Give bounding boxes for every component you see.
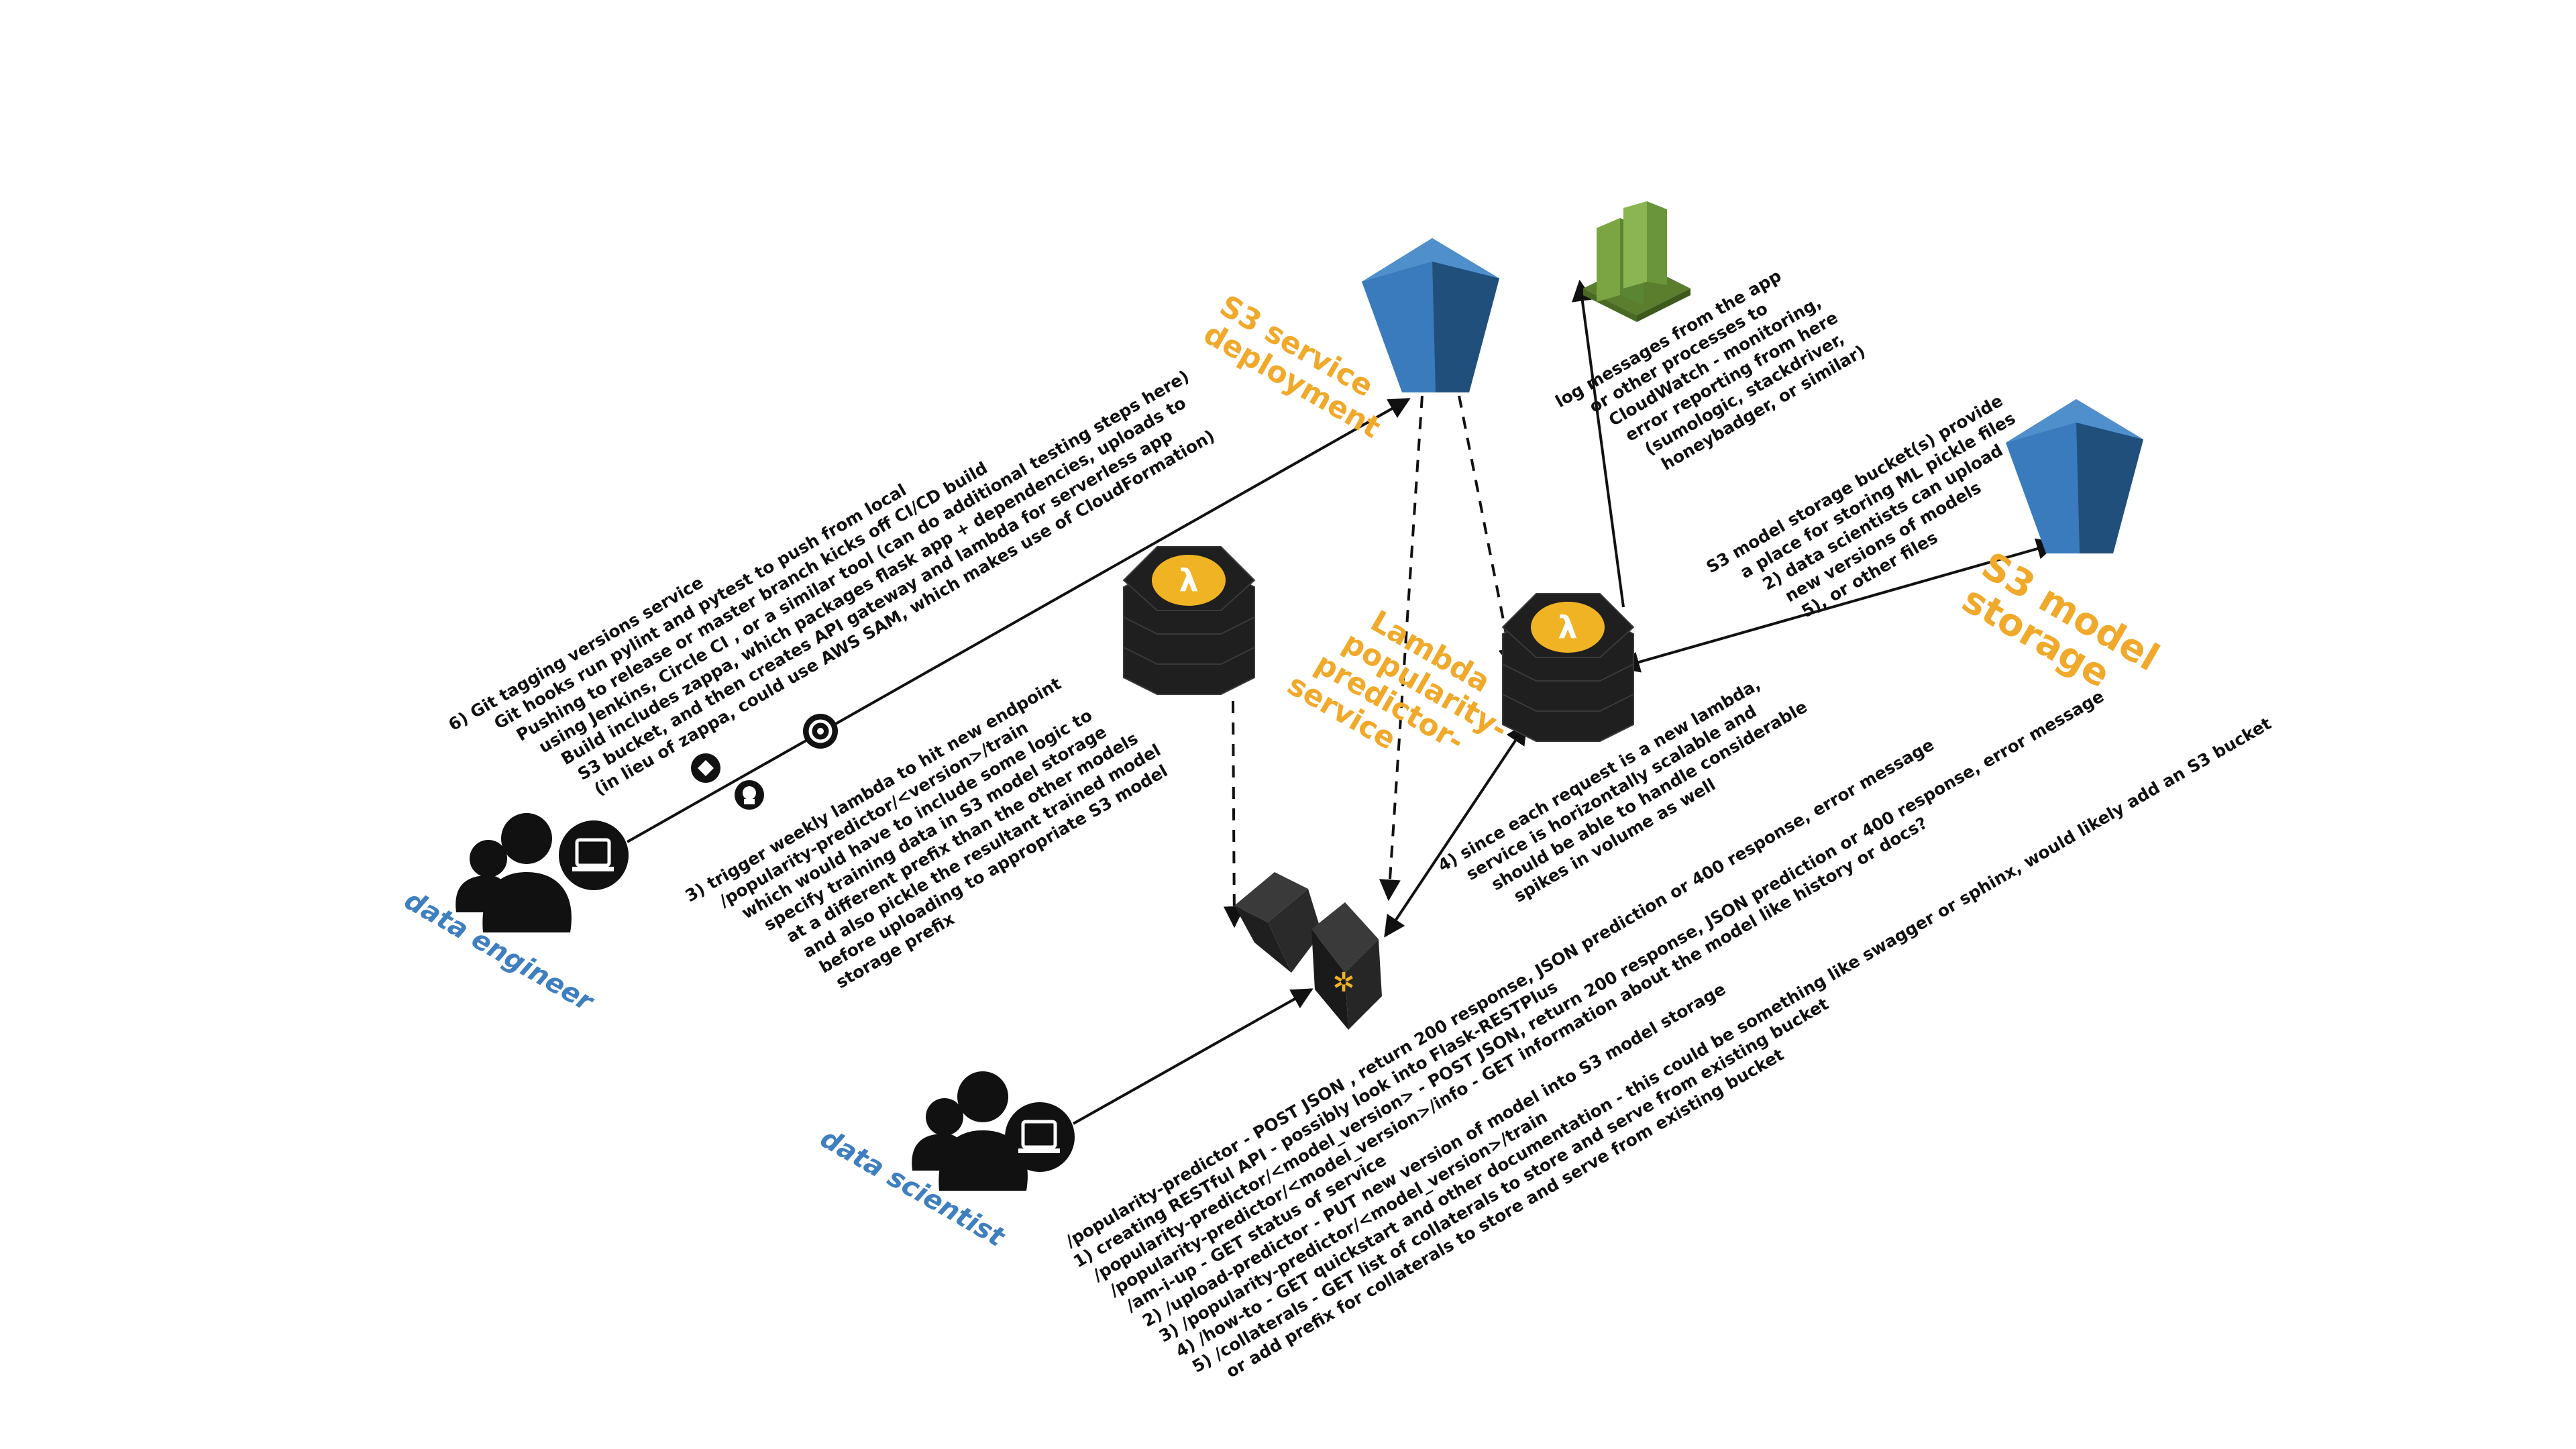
api-endpoints-note: /popularity-predictor - POST JSON , retu… — [1063, 686, 2275, 1382]
s3-bucket-icon[interactable] — [2006, 399, 2143, 553]
arrow-lambda-to-cloudwatch — [1571, 279, 1625, 608]
s3-deploy-label: S3 service deployment — [1198, 288, 1387, 445]
svg-text:Build includes zappa, which pa: Build includes zappa, which packages fla… — [557, 393, 1189, 769]
lambda-icon[interactable]: λ — [1122, 546, 1256, 695]
circleci-icon — [803, 714, 838, 749]
svg-text:4) /how-to - GET quickstart an: 4) /how-to - GET quickstart and other do… — [1172, 714, 2274, 1361]
lambda-service-label: Lambda popularity- predictor- service — [1282, 604, 1513, 759]
jenkins-icon — [735, 780, 764, 810]
user-icon[interactable] — [912, 1071, 1028, 1191]
dashed-weekly-lambda-to-gateway — [1223, 700, 1245, 928]
git-icon — [691, 753, 720, 783]
dashed-s3-deploy-to-lambda — [1458, 395, 1520, 670]
cloudwatch-icon[interactable] — [1583, 201, 1690, 322]
s3-bucket-icon[interactable] — [1362, 238, 1499, 392]
svg-text:λ: λ — [1179, 562, 1198, 598]
svg-text:using Jenkins, Circle CI , or: using Jenkins, Circle CI , or a similar … — [535, 366, 1192, 757]
laptop-icon[interactable] — [559, 820, 629, 890]
arrow-scientist-to-gateway — [1073, 988, 1313, 1125]
arrow-lambda-s3-model — [1617, 538, 2059, 673]
arrow-engineer-to-s3-deploy — [627, 398, 1411, 843]
svg-text:λ: λ — [1558, 609, 1577, 645]
user-icon[interactable] — [455, 813, 572, 932]
lambda-icon[interactable]: λ — [1501, 593, 1635, 742]
arrow-gateway-lambda — [1384, 722, 1527, 938]
laptop-icon[interactable] — [1005, 1102, 1075, 1172]
git-cicd-note: 6) Git tagging versions service Git hook… — [445, 366, 1218, 799]
connectors — [627, 279, 2059, 1125]
api-gateway-icon[interactable]: ✲ — [1234, 872, 1382, 1030]
svg-text:✲: ✲ — [1332, 967, 1355, 998]
s3-model-label: S3 model storage — [1955, 544, 2166, 697]
